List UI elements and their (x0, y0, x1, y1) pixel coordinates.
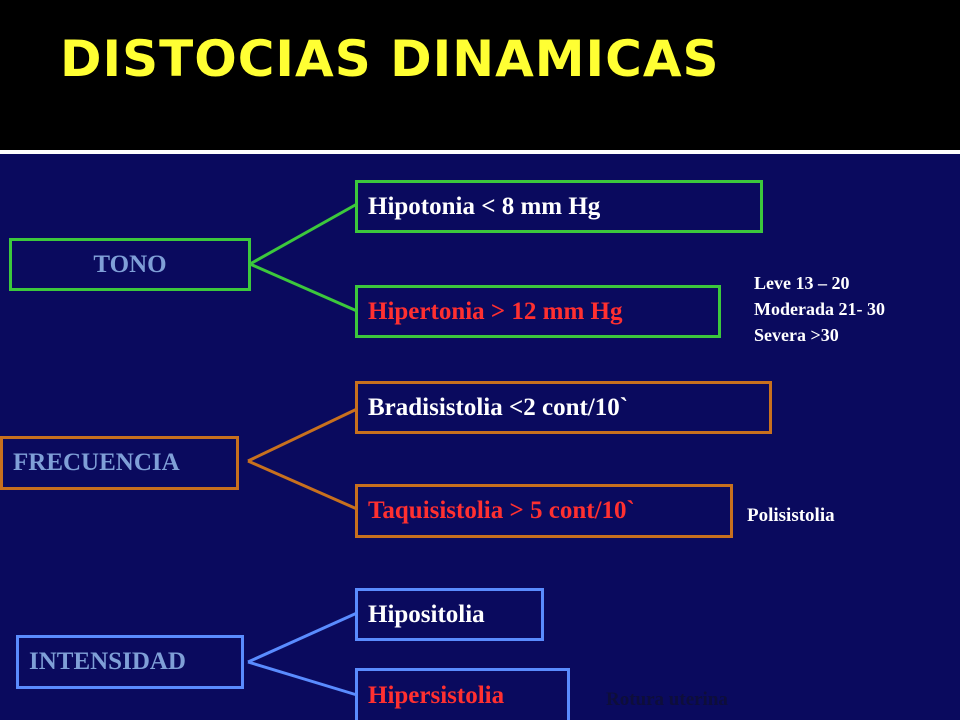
hipositolia-box: Hipositolia (355, 588, 544, 641)
rotura-uterina-note: Rotura uterina (606, 689, 728, 710)
frecuencia-label: FRECUENCIA (13, 449, 180, 476)
note-severa: Severa >30 (754, 325, 839, 345)
intensidad-connector-bottom (247, 660, 358, 697)
hipersistolia-text: Hipersistolia (368, 681, 505, 709)
polisistolia-note: Polisistolia (747, 505, 835, 526)
intensidad-category-box: INTENSIDAD (16, 635, 244, 689)
frecuencia-category-box: FRECUENCIA (0, 436, 239, 490)
intensidad-connector-top (247, 611, 358, 664)
note-leve: Leve 13 – 20 (754, 273, 850, 293)
hipotonia-text: Hipotonia < 8 mm Hg (368, 192, 601, 220)
hipersistolia-box: Hipersistolia (355, 668, 570, 720)
taquisistolia-box: Taquisistolia > 5 cont/10` (355, 484, 733, 538)
note-moderada: Moderada 21- 30 (754, 299, 885, 319)
frecuencia-connector-top (247, 407, 358, 463)
bradisistolia-box: Bradisistolia <2 cont/10` (355, 381, 772, 434)
hipositolia-text: Hipositolia (368, 600, 485, 628)
hipotonia-box: Hipotonia < 8 mm Hg (355, 180, 763, 233)
taquisistolia-text: Taquisistolia > 5 cont/10` (368, 497, 635, 524)
title-bar: DISTOCIAS DINAMICAS (0, 0, 960, 150)
hipertonia-text: Hipertonia > 12 mm Hg (368, 297, 623, 325)
hipertonia-box: Hipertonia > 12 mm Hg (355, 285, 721, 338)
hipertonia-severity-notes: Leve 13 – 20 Moderada 21- 30 Severa >30 (754, 270, 885, 348)
slide-title: DISTOCIAS DINAMICAS (60, 30, 720, 88)
tono-connector-bottom (249, 262, 358, 313)
bradisistolia-text: Bradisistolia <2 cont/10` (368, 393, 629, 421)
frecuencia-connector-bottom (247, 459, 358, 511)
tono-category-box: TONO (9, 238, 251, 291)
tono-connector-top (249, 202, 358, 266)
tono-label: TONO (93, 250, 167, 278)
intensidad-label: INTENSIDAD (29, 648, 186, 675)
title-separator (0, 150, 960, 154)
